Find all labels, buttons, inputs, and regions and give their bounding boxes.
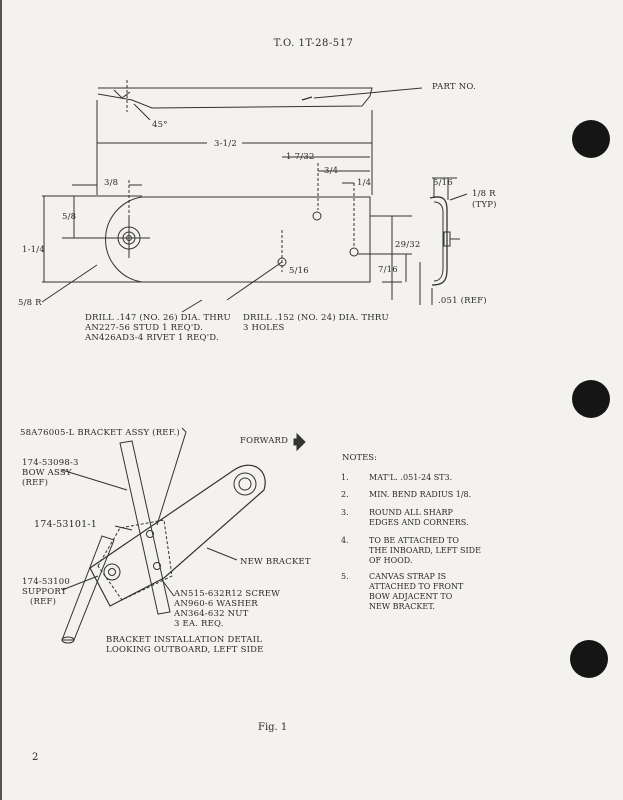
bracket-flat-view <box>105 196 371 283</box>
drill-note-2-line2: 3 HOLES <box>243 323 285 333</box>
bow-assy-line1: 174-53098-3 <box>22 458 79 468</box>
note-4: 4. TO BE ATTACHED TO THE INBOARD, LEFT S… <box>341 536 481 565</box>
dim-5-8: 5/8 <box>62 212 77 222</box>
bow-assy-line3: (REF) <box>22 478 49 488</box>
angle-45-label: 45° <box>152 120 168 130</box>
note-5: 5. CANVAS STRAP IS ATTACHED TO FRONT BOW… <box>341 572 464 611</box>
dim-1-7-32: 1-7/32 <box>286 152 315 162</box>
bend-radius-label: 1/8 R <box>472 189 496 199</box>
caption-line1: BRACKET INSTALLATION DETAIL <box>106 635 263 645</box>
existing-bracket <box>97 519 173 601</box>
support-line3: (REF) <box>30 597 57 607</box>
hardware-line2: AN960-6 WASHER <box>174 599 258 609</box>
drill-note-2-line1: DRILL .152 (NO. 24) DIA. THRU <box>243 313 389 323</box>
bow-tube <box>119 440 171 615</box>
dim-3-4: 3/4 <box>324 166 339 176</box>
note-2: 2. MIN. BEND RADIUS 1/8. <box>341 490 472 499</box>
dim-5-16-side: 5/16 <box>433 178 453 188</box>
part-101-label: 174-53101-1 <box>34 519 98 530</box>
hardware-line4: 3 EA. REQ. <box>174 619 224 629</box>
dim-29-32: 29/32 <box>395 240 421 250</box>
part-no-label: PART NO. <box>432 82 476 92</box>
thickness-label: .051 (REF) <box>438 296 487 306</box>
note-1: 1. MAT'L. .051-24 ST3. <box>341 473 453 482</box>
notes-title: NOTES: <box>342 453 377 463</box>
drill-note-1-line2: AN227-56 STUD 1 REQ'D. <box>85 323 203 333</box>
bracket-assy-label: 58A76005-L BRACKET ASSY (REF.) <box>20 428 180 438</box>
note-3: 3. ROUND ALL SHARP EDGES AND CORNERS. <box>341 508 469 527</box>
support-line2: SUPPORT <box>22 587 67 597</box>
binder-hole-middle <box>572 380 610 418</box>
document-number: T.O. 1T-28-517 <box>273 38 354 49</box>
drill-note-1-line3: AN426AD3-4 RIVET 1 REQ'D. <box>85 333 219 343</box>
typ-label: (TYP) <box>472 200 497 210</box>
radius-5-8-label: 5/8 R <box>18 298 42 308</box>
figure-caption: Fig. 1 <box>258 722 288 733</box>
bracket-edge-view <box>97 87 373 109</box>
bow-assy-line2: BOW ASSY <box>22 468 72 478</box>
drill-note-1-line1: DRILL .147 (NO. 26) DIA. THRU <box>85 313 231 323</box>
page-number: 2 <box>32 752 39 763</box>
binder-hole-top <box>572 120 610 158</box>
caption-line2: LOOKING OUTBOARD, LEFT SIDE <box>106 645 264 655</box>
dim-3-8: 3/8 <box>104 178 119 188</box>
dim-1-1-4: 1-1/4 <box>22 245 45 255</box>
binder-hole-bottom <box>570 640 608 678</box>
hardware-line1: AN515-632R12 SCREW <box>174 589 281 599</box>
forward-label: FORWARD <box>240 436 289 446</box>
hardware-line3: AN364-632 NUT <box>174 609 249 619</box>
overall-length-dim: 3-1/2 <box>214 139 237 149</box>
dim-7-16: 7/16 <box>378 265 398 275</box>
new-bracket <box>89 464 266 607</box>
new-bracket-label: NEW BRACKET <box>240 557 311 567</box>
support-tube <box>61 535 115 641</box>
dim-1-4: 1/4 <box>357 178 372 188</box>
dim-5-16-hole: 5/16 <box>289 266 309 276</box>
support-line1: 174-53100 <box>22 577 70 587</box>
